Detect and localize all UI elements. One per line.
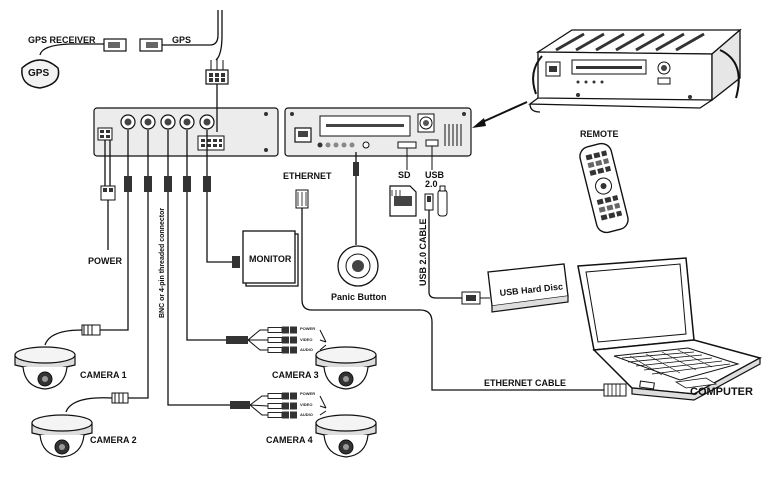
pointer-arrow-line [477, 101, 528, 125]
ethernet-cable-label: ETHERNET CABLE [484, 378, 566, 388]
computer-label: COMPUTER [690, 386, 753, 398]
panic-jack [353, 162, 359, 176]
computer-laptop [577, 257, 762, 401]
panic-label: Panic Button [331, 292, 387, 302]
remote-control [579, 142, 629, 234]
camera-4-audio-label: AUDIO [300, 412, 313, 417]
usb-label: USB [425, 170, 445, 180]
camera-3-video-label: VIDEO [300, 337, 312, 342]
panic-button [337, 245, 379, 287]
usb-flash-drive [437, 185, 448, 217]
ethernet-label: ETHERNET [283, 171, 332, 181]
camera-2 [31, 414, 93, 458]
power-label: POWER [88, 256, 123, 266]
cable-monitor [206, 192, 232, 263]
monitor-label: MONITOR [249, 254, 292, 264]
camera-3-breakout: POWER VIDEO AUDIO [226, 326, 327, 354]
gps-connector-female [139, 38, 163, 52]
gps-antenna-cable [39, 43, 104, 56]
camera-1 [14, 346, 76, 390]
gps-receiver-label: GPS RECEIVER [28, 35, 96, 45]
camera-4 [315, 414, 377, 458]
camera-3 [315, 346, 377, 390]
camera-2-label: CAMERA 2 [90, 435, 137, 445]
bnc-connector-3 [164, 130, 172, 192]
usb-version: 2.0 [425, 179, 438, 189]
usb-cable [428, 210, 462, 299]
bnc-connector-2 [144, 130, 152, 192]
camera-1-label: CAMERA 1 [80, 370, 127, 380]
camera-1-connector [81, 324, 101, 336]
sd-label: SD [398, 170, 411, 180]
camera-3-power-label: POWER [300, 326, 315, 331]
power-connector [100, 185, 116, 201]
sd-card [389, 185, 417, 217]
gps-puck-label: GPS [28, 68, 49, 79]
ethernet-plug [295, 189, 309, 209]
usb-hard-disc: USB Hard Disc [487, 263, 569, 313]
gps-cable-2 [215, 10, 223, 61]
bnc-label: BNC or 4-pin threaded connector [159, 208, 166, 318]
camera-3-label: CAMERA 3 [272, 370, 319, 380]
bnc-connector-5 [203, 130, 211, 192]
camera-2-connector [111, 392, 129, 404]
cable-camera-3 [186, 192, 226, 341]
cable-camera-1 [100, 192, 129, 331]
remote-label: REMOTE [580, 129, 619, 139]
gps-cable [162, 10, 219, 46]
camera-4-power-label: POWER [300, 391, 315, 396]
camera-4-breakout: POWER VIDEO AUDIO [230, 391, 327, 419]
camera-2-pigtail [65, 397, 113, 413]
cable-camera-2 [128, 192, 149, 399]
bnc-connector-1 [124, 130, 132, 192]
pointer-arrowhead [472, 118, 486, 128]
camera-4-video-label: VIDEO [300, 402, 312, 407]
gps-connector-male [103, 38, 127, 52]
dvr-rear-panel [93, 107, 279, 157]
ethernet-plug-computer [603, 383, 627, 397]
camera-1-pigtail [44, 329, 83, 346]
camera-4-label: CAMERA 4 [266, 435, 313, 445]
usb-cable-label: USB 2.0 CABLE [418, 218, 428, 286]
gps-harness-plug [205, 58, 229, 85]
camera-3-audio-label: AUDIO [300, 347, 313, 352]
usb-plug-hdd [461, 291, 481, 305]
ethernet-cable [301, 208, 604, 391]
bnc-connector-4 [183, 130, 191, 192]
gps-label: GPS [172, 35, 191, 45]
cable-camera-4 [167, 192, 230, 406]
gps-antenna: GPS [21, 59, 60, 89]
usb-plug-dvr [424, 193, 434, 211]
monitor: MONITOR [232, 230, 299, 287]
dvr-front-panel [284, 107, 472, 157]
dvr-unit [528, 28, 742, 113]
